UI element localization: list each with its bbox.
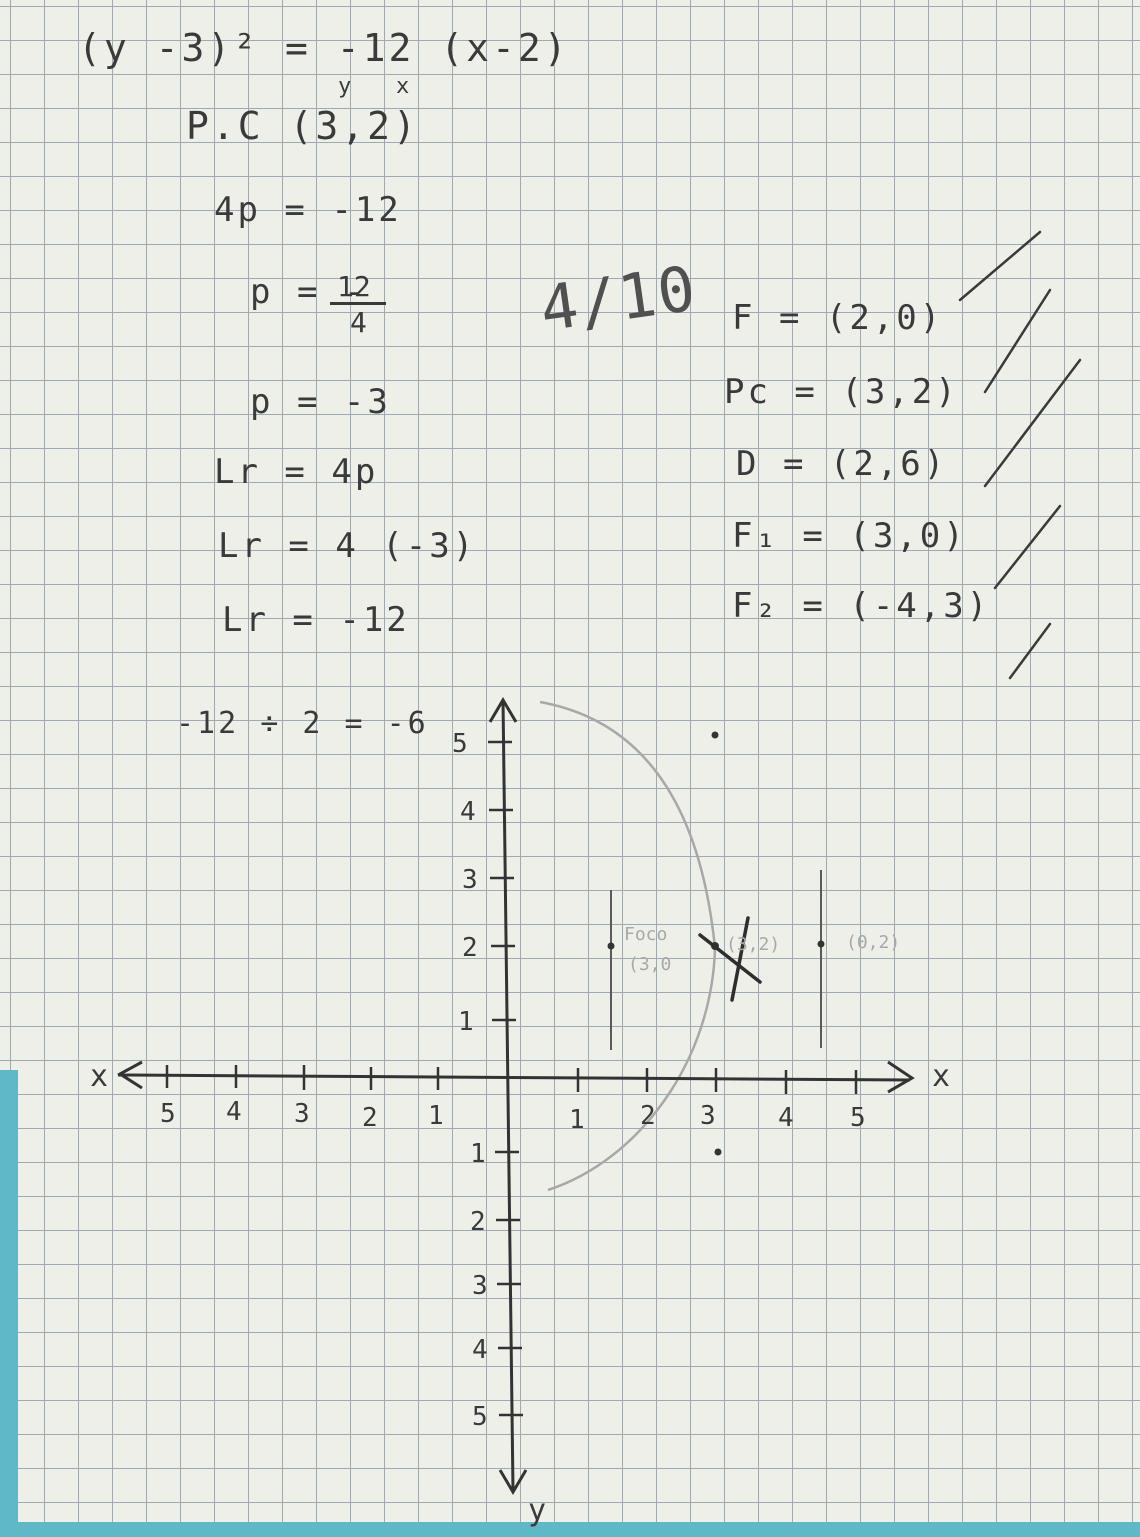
point-marker: [711, 731, 719, 739]
point-marker: [607, 942, 615, 950]
x-tick-label: 2: [640, 1101, 656, 1131]
step-lr-substitution: Lr = 4 (-3): [218, 526, 477, 566]
x-axis: [117, 1073, 911, 1082]
x-axis-arrow-right: [887, 1060, 915, 1094]
step-p-value: p = -3: [250, 382, 391, 422]
result-f2: F₂ = (-4,3): [732, 586, 991, 626]
check-mark: [993, 504, 1062, 590]
x-axis-name-left: x: [90, 1059, 108, 1094]
vertex-letter-x: x: [396, 74, 413, 99]
step-half-lr: -12 ÷ 2 = -6: [176, 706, 429, 741]
annotation-foco: Foco: [624, 924, 667, 945]
y-tick-label: 2: [470, 1207, 486, 1237]
y-axis-arrow-up: [488, 697, 518, 723]
step-p-numerator: 12: [337, 270, 371, 303]
x-tick-label: 1: [428, 1101, 444, 1131]
x-tick-label: 3: [700, 1101, 716, 1131]
cross-out-mark: [698, 933, 762, 984]
equation: (y -3)² = -12 (x-2): [78, 26, 570, 70]
y-axis-arrow-down: [498, 1469, 528, 1495]
x-tick-label: 1: [569, 1105, 585, 1135]
y-tick-label: 3: [472, 1271, 488, 1301]
point-marker: [817, 940, 825, 948]
fraction-bar: [330, 302, 386, 305]
y-axis-name: y: [528, 1493, 546, 1528]
x-tick-label: 2: [362, 1103, 378, 1133]
y-tick-label: 4: [460, 797, 476, 827]
annotation-vertex: (3,2): [726, 934, 780, 955]
y-tick-label: 4: [472, 1335, 488, 1365]
y-tick-label: 5: [452, 729, 468, 759]
x-tick-label: 4: [226, 1097, 242, 1127]
check-mark: [983, 358, 1082, 488]
y-axis: [501, 699, 515, 1491]
x-tick-label: 5: [850, 1103, 866, 1133]
point-marker: [714, 1148, 722, 1156]
result-vertex: Pc = (3,2): [724, 372, 959, 412]
step-four-p: 4p = -12: [214, 190, 402, 230]
notebook-edge-bottom: [0, 1522, 1140, 1537]
parabola-curve: [539, 700, 717, 1192]
check-mark: [1008, 622, 1052, 680]
x-tick-label: 5: [160, 1099, 176, 1129]
vertex-point: P.C (3,2): [186, 104, 419, 148]
vertex-letter-y: y: [338, 74, 355, 99]
y-tick-label: 1: [470, 1139, 486, 1169]
step-p-label: p = -: [250, 272, 368, 312]
y-tick-label: 2: [462, 933, 478, 963]
x-axis-arrow-left: [117, 1060, 143, 1090]
check-mark: [983, 288, 1052, 394]
y-tick-label: 3: [462, 865, 478, 895]
x-tick-label: 4: [778, 1103, 794, 1133]
notebook-edge-left: [0, 1070, 18, 1537]
annotation-foco-point: (3,0: [628, 954, 671, 975]
y-tick-label: 5: [472, 1402, 488, 1432]
result-directrix: D = (2,6): [736, 444, 948, 484]
step-lr-value: Lr = -12: [222, 600, 410, 640]
result-focus: F = (2,0): [732, 298, 944, 338]
x-tick-label: 3: [294, 1099, 310, 1129]
check-mark: [958, 230, 1042, 302]
x-axis-name-right: x: [932, 1059, 950, 1094]
annotation-right-point: (0,2): [846, 932, 900, 953]
cross-out-mark: [730, 916, 750, 1002]
result-f1: F₁ = (3,0): [732, 516, 967, 556]
step-p-denominator: 4: [350, 306, 367, 339]
y-tick-label: 1: [458, 1007, 474, 1037]
step-lr-formula: Lr = 4p: [214, 452, 379, 492]
